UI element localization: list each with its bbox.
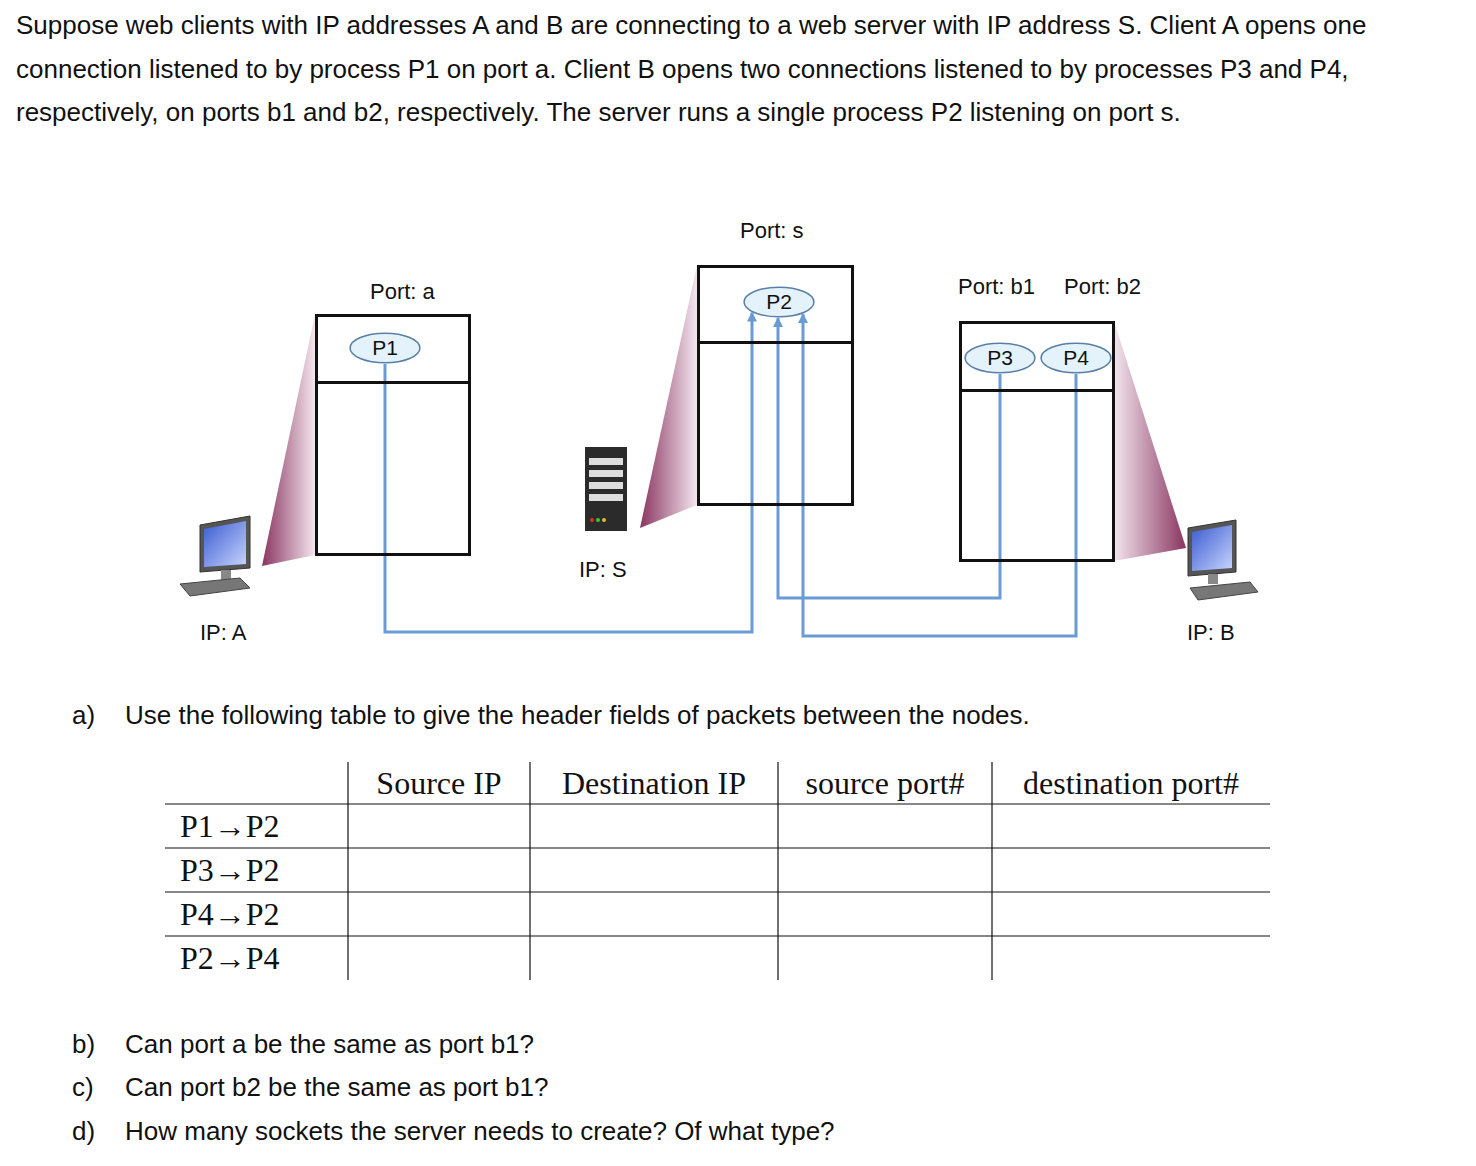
host-box: Port: b1Port: b2P3P4 [959,321,1115,562]
process-ellipse: P2 [743,286,815,318]
text-label: IP: B [1187,620,1235,646]
port-label: Port: b2 [1064,274,1141,300]
text-label: d) [72,1116,95,1147]
table-cell: P3→P2 [180,852,280,889]
text-label: IP: A [200,620,246,646]
table-cell: Destination IP [562,765,746,802]
table-rules [165,762,1270,980]
problem-text: Suppose web clients with IP addresses A … [16,4,1461,135]
box-divider [700,341,851,344]
table-cell: Source IP [376,765,501,802]
text-label: Use the following table to give the head… [125,700,1030,731]
table-cell: P1→P2 [180,808,280,845]
process-ellipse: P4 [1040,342,1112,374]
table-cell: source port# [805,765,964,802]
port-label: Port: a [370,279,435,305]
process-ellipse: P3 [964,342,1036,374]
text-label: IP: S [579,557,627,583]
zoom-shade [1114,321,1186,561]
text-label: Can port b2 be the same as port b1? [125,1072,549,1103]
text-label: a) [72,700,95,731]
connection-line [803,314,1076,636]
text-label: How many sockets the server needs to cre… [125,1116,835,1147]
process-name: P1 [372,336,398,360]
text-label: b) [72,1029,95,1060]
port-label: Port: b1 [958,274,1035,300]
text-label: Can port a be the same as port b1? [125,1029,534,1060]
table-cell: P2→P4 [180,940,280,977]
zoom-shade [640,265,697,528]
text-label: c) [72,1072,94,1103]
process-name: P2 [766,290,792,314]
host-box: Port: aP1 [315,314,471,556]
process-name: P4 [1063,346,1089,370]
process-name: P3 [987,346,1013,370]
port-label: Port: s [740,218,804,244]
box-divider [318,381,468,384]
process-ellipse: P1 [349,332,421,364]
zoom-shade [262,314,315,566]
table-cell: destination port# [1023,765,1239,802]
computer-icon [180,516,250,596]
box-divider [962,389,1112,392]
table-cell: P4→P2 [180,896,280,933]
host-box: Port: sP2 [697,265,854,506]
computer-icon [1188,520,1258,600]
server-icon [585,447,627,531]
